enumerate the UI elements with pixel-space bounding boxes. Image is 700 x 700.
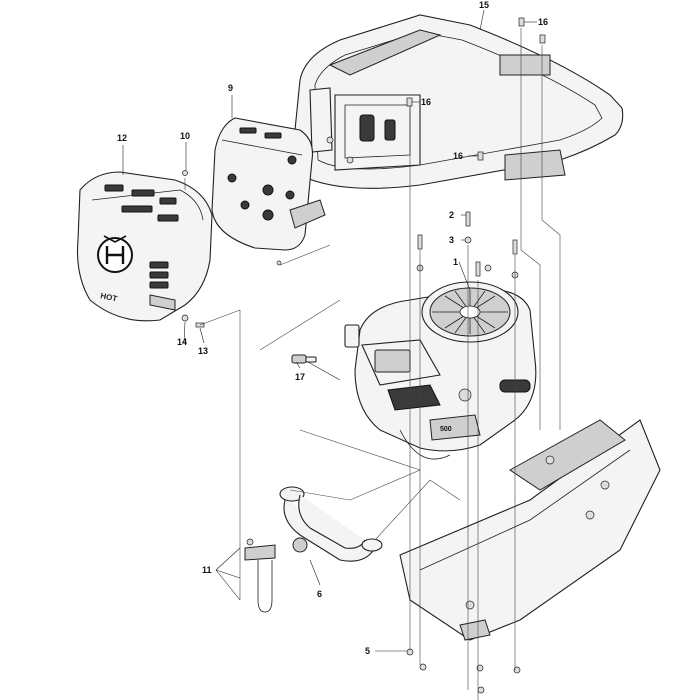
husqvarna-logo [97,235,133,273]
callout-15: 15 [479,0,489,10]
callout-17: 17 [295,372,305,382]
callout-5: 5 [365,646,370,656]
callout-14: 14 [177,337,187,347]
callout-11: 11 [202,565,212,575]
callout-16-middle: 16 [421,97,431,107]
front-frame-part-15 [292,14,624,189]
callout-16-lower: 16 [453,151,463,161]
callout-12: 12 [117,133,127,143]
engine-cover-part-9 [211,117,326,251]
callout-9: 9 [228,83,233,93]
flywheel-grille [432,290,508,334]
callout-6: 6 [317,589,322,599]
callout-leaders [122,9,537,652]
assembly-guide-lines [184,28,561,700]
callout-16-top: 16 [538,17,548,27]
clamp-part-11 [244,538,276,613]
chassis-frame [399,419,661,641]
engine-label-text: 500 [440,426,452,433]
engine-part-1: 500 [344,281,537,460]
engine-hood-part-12: HOT [76,171,213,322]
callout-10: 10 [180,131,190,141]
callout-1: 1 [453,257,458,267]
callout-3: 3 [449,235,454,245]
callout-13: 13 [198,346,208,356]
callout-labels: 1 2 3 5 6 9 10 11 12 13 14 15 16 16 16 1… [117,0,548,656]
oil-sensor-part-17 [291,354,341,381]
exhaust-pipe-part-6 [279,486,383,562]
callout-2: 2 [449,210,454,220]
hood-embossing-text: HOT [100,291,118,303]
